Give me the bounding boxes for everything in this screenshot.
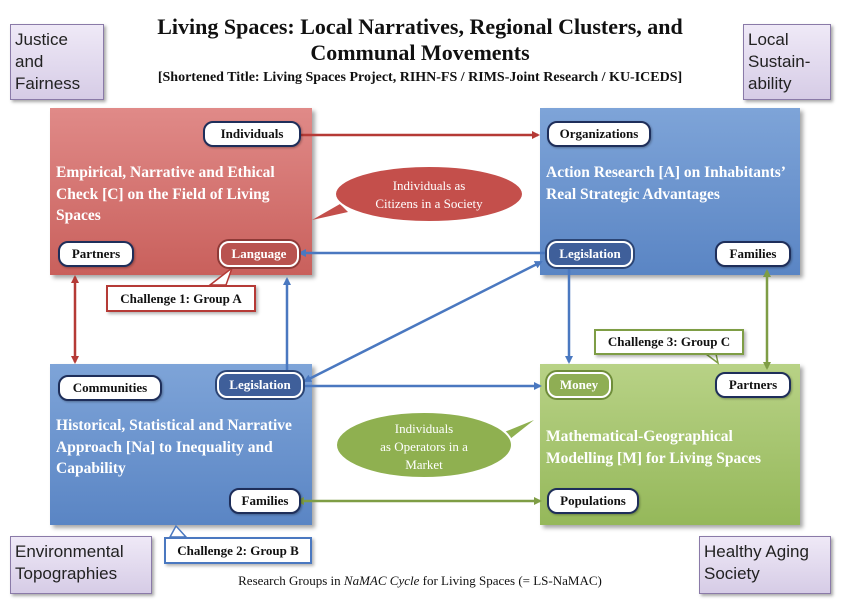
pill-populations: Populations (547, 488, 639, 514)
challenge-c-pointer (703, 353, 720, 365)
pill-individuals: Individuals (203, 121, 301, 147)
pill-language: Language (219, 241, 299, 267)
page-title: Living Spaces: Local Narratives, Regiona… (157, 14, 683, 65)
bubble-citizens-line1: Individuals as (392, 178, 466, 193)
page-subtitle: [Shortened Title: Living Spaces Project,… (157, 70, 683, 85)
corner-justice: Justice and Fairness (10, 24, 104, 100)
footer-suffix: for Living Spaces (= LS-NaMAC) (419, 573, 602, 588)
bubble-operators-text: Individuals as Operators in a Market (338, 420, 510, 474)
pill-organizations: Organizations (547, 121, 651, 147)
pill-communities: Communities (58, 375, 162, 401)
challenge-group-a: Challenge 1: Group A (106, 285, 256, 312)
pill-legislation-na: Legislation (217, 372, 303, 398)
challenge-b-pointer (168, 524, 188, 538)
arrow-diagonal-legislation (303, 260, 543, 383)
bubble-operators-line3: Market (405, 457, 443, 472)
bubble-operators-line1: Individuals (394, 421, 454, 436)
challenge-a-pointer (207, 265, 234, 286)
corner-sustainability: Local Sustain- ability (743, 24, 831, 100)
pill-families-a: Families (715, 241, 791, 267)
box-historical-na-text: Historical, Statistical and Narrative Ap… (56, 417, 292, 477)
bubble-citizens-line2: Citizens in a Society (375, 196, 483, 211)
footer-caption: Research Groups in NaMAC Cycle for Livin… (160, 573, 680, 589)
footer-prefix: Research Groups in (238, 573, 344, 588)
box-check-c-text: Empirical, Narrative and Ethical Check [… (56, 164, 275, 224)
pill-legislation-a: Legislation (547, 241, 633, 267)
box-action-a-text: Action Research [A] on Inhabitants’ Real… (546, 164, 785, 203)
footer-emphasis: NaMAC Cycle (343, 573, 420, 588)
corner-healthy-aging: Healthy Aging Society (699, 536, 831, 594)
corner-environment: Environmental Topographies (10, 536, 152, 594)
box-modelling-m-text: Mathematical-Geographical Modelling [M] … (546, 428, 761, 467)
bubble-operators-line2: as Operators in a (380, 439, 468, 454)
bubble-citizens-text: Individuals as Citizens in a Society (340, 177, 518, 213)
bubble-operators (335, 411, 534, 479)
pill-partners-c: Partners (58, 241, 134, 267)
pill-money: Money (547, 372, 611, 398)
challenge-group-b: Challenge 2: Group B (164, 537, 312, 564)
challenge-group-c: Challenge 3: Group C (594, 329, 744, 355)
pill-families-na: Families (229, 488, 301, 514)
bubble-citizens (312, 165, 524, 223)
pill-partners-m: Partners (715, 372, 791, 398)
